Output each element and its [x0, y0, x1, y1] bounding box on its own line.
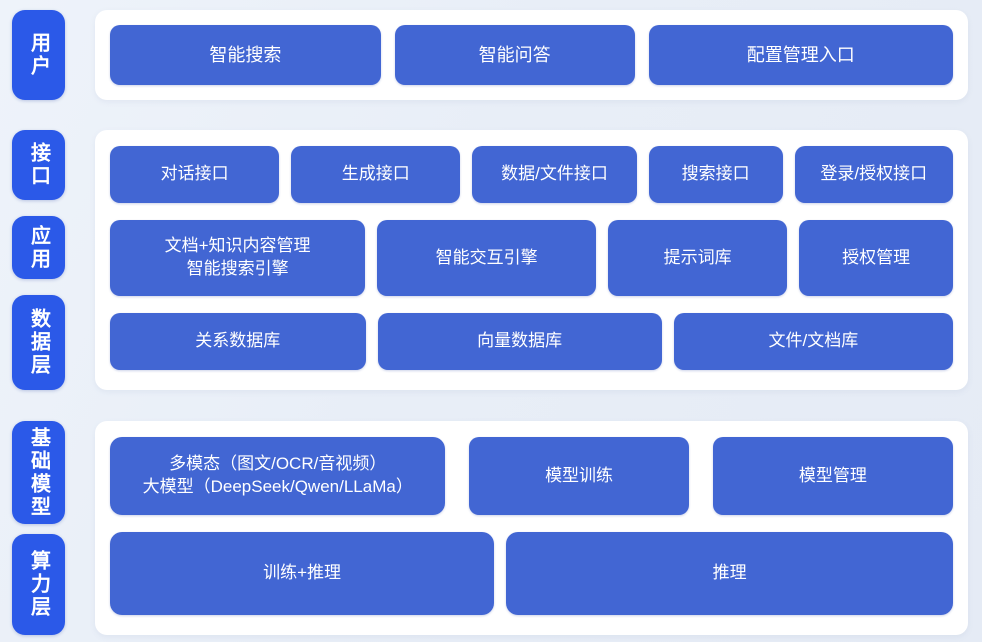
block-doc-knowledge-line2: 智能搜索引擎: [186, 259, 289, 278]
block-search-api: 搜索接口: [648, 146, 783, 203]
middle-layers-label-column: 接口 应用 数据层: [12, 130, 65, 390]
block-smart-interaction-engine-label: 智能交互引擎: [435, 247, 538, 267]
block-multimodal-llm-line1: 多模态（图文/OCR/音视频）: [169, 454, 387, 474]
compute-row: 训练+推理 推理: [110, 532, 953, 615]
block-config-admin-entry: 配置管理入口: [648, 25, 953, 85]
block-model-training-label: 模型训练: [545, 465, 614, 485]
block-smart-qa: 智能问答: [394, 25, 635, 85]
layer-label-application: 应用: [12, 216, 65, 279]
block-prompt-library: 提示词库: [607, 220, 788, 296]
data-row: 关系数据库 向量数据库 文件/文档库: [110, 313, 953, 370]
interface-row: 对话接口 生成接口 数据/文件接口 搜索接口 登录/授权接口: [110, 146, 953, 203]
block-inference: 推理: [506, 532, 953, 615]
block-smart-qa-label: 智能问答: [478, 44, 551, 65]
block-smart-search-label: 智能搜索: [209, 44, 282, 65]
block-login-auth-api: 登录/授权接口: [794, 146, 953, 203]
user-layer-row: 智能搜索 智能问答 配置管理入口: [110, 25, 953, 85]
block-auth-management: 授权管理: [799, 220, 953, 296]
application-row: 文档+知识内容管理 智能搜索引擎 智能交互引擎 提示词库 授权管理: [110, 220, 953, 296]
middle-layers-card: 对话接口 生成接口 数据/文件接口 搜索接口 登录/授权接口 文档+知识内容管理: [95, 130, 968, 390]
block-generation-api: 生成接口: [291, 146, 461, 203]
model-row: 多模态（图文/OCR/音视频） 大模型（DeepSeek/Qwen/LLaMa）…: [110, 437, 953, 515]
layer-label-interface-text: 接口: [27, 142, 50, 188]
block-generation-api-label: 生成接口: [341, 164, 410, 184]
block-training-inference-label: 训练+推理: [263, 563, 342, 583]
block-model-training: 模型训练: [469, 437, 689, 515]
block-prompt-library-label: 提示词库: [663, 247, 732, 267]
model-layers-label-column: 基础模型 算力层: [12, 421, 65, 635]
layer-label-data-text: 数据层: [27, 308, 50, 377]
model-layers-card: 多模态（图文/OCR/音视频） 大模型（DeepSeek/Qwen/LLaMa）…: [95, 421, 968, 635]
block-data-file-api-label: 数据/文件接口: [501, 164, 608, 184]
layer-label-application-text: 应用: [27, 224, 50, 271]
block-file-doc-store-label: 文件/文档库: [768, 331, 859, 351]
block-data-file-api: 数据/文件接口: [472, 146, 637, 203]
block-doc-knowledge-line1: 文档+知识内容管理: [164, 236, 311, 256]
layer-label-compute-text: 算力层: [27, 550, 50, 620]
model-layers-section: 基础模型 算力层 多模态（图文/OCR/音视频） 大模型（DeepSeek/Qw…: [12, 421, 968, 635]
block-doc-knowledge-search-engine: 文档+知识内容管理 智能搜索引擎: [110, 220, 366, 296]
block-training-inference: 训练+推理: [110, 532, 495, 615]
block-model-management: 模型管理: [712, 437, 953, 515]
layer-label-compute: 算力层: [12, 534, 65, 635]
layer-label-data: 数据层: [12, 295, 65, 390]
user-layer-section: 用户 智能搜索 智能问答 配置管理入口: [12, 10, 968, 100]
block-model-management-label: 模型管理: [798, 465, 867, 485]
block-multimodal-llm-line2: 大模型（DeepSeek/Qwen/LLaMa）: [142, 477, 413, 496]
block-relational-db: 关系数据库: [110, 313, 366, 370]
block-vector-db-label: 向量数据库: [477, 331, 563, 351]
block-smart-interaction-engine: 智能交互引擎: [377, 220, 596, 296]
block-file-doc-store: 文件/文档库: [673, 313, 953, 370]
block-dialog-api-label: 对话接口: [160, 164, 229, 184]
block-inference-label: 推理: [712, 563, 747, 583]
user-layer-card: 智能搜索 智能问答 配置管理入口: [95, 10, 968, 100]
block-vector-db: 向量数据库: [377, 313, 662, 370]
layer-label-user-text: 用户: [27, 32, 50, 78]
block-auth-management-label: 授权管理: [842, 247, 911, 267]
block-multimodal-llm: 多模态（图文/OCR/音视频） 大模型（DeepSeek/Qwen/LLaMa）: [110, 437, 446, 515]
layer-label-interface: 接口: [12, 130, 65, 200]
block-search-api-label: 搜索接口: [681, 164, 750, 184]
block-config-admin-entry-label: 配置管理入口: [746, 44, 855, 65]
block-smart-search: 智能搜索: [110, 25, 381, 85]
block-relational-db-label: 关系数据库: [195, 331, 281, 351]
user-layer-label-column: 用户: [12, 10, 65, 100]
block-login-auth-api-label: 登录/授权接口: [820, 164, 928, 184]
block-dialog-api: 对话接口: [110, 146, 280, 203]
layer-label-foundation-model: 基础模型: [12, 421, 65, 525]
layer-label-foundation-model-text: 基础模型: [27, 426, 50, 519]
layer-label-user: 用户: [12, 10, 65, 100]
middle-layers-section: 接口 应用 数据层 对话接口 生成接口 数据/文件接口 搜: [12, 130, 968, 390]
